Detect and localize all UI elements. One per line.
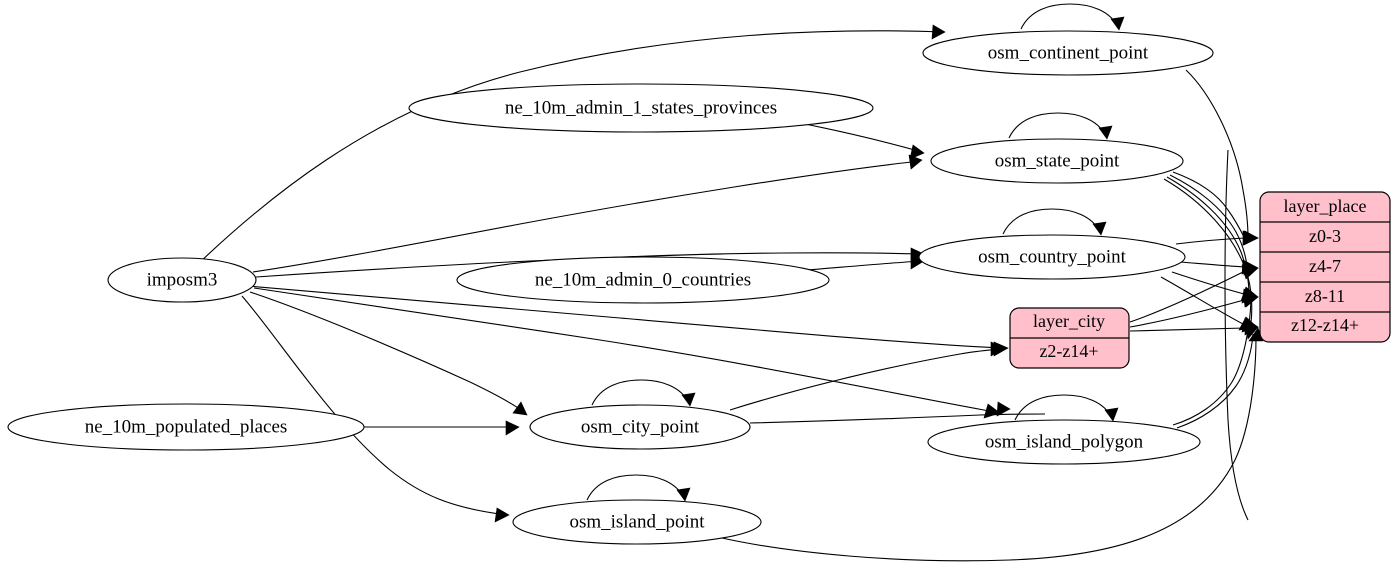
- edge-osm-city-point-to-layer-city: [729, 341, 1009, 411]
- edge-layer-city-to-layer-place-z4-7: [1129, 264, 1259, 323]
- node-layer-city[interactable]: layer_city z2-z14+: [1009, 307, 1130, 369]
- node-osm-state-point[interactable]: osm_state_point: [930, 138, 1184, 184]
- node-osm-island-polygon[interactable]: osm_island_polygon: [927, 419, 1201, 465]
- node-imposm3[interactable]: imposm3: [107, 257, 257, 303]
- edge-osm-island-polygon-to-layer-place-z8-11: [1172, 292, 1259, 426]
- node-layer-place[interactable]: layer_place z0-3 z4-7 z8-11 z12-z14+: [1259, 191, 1391, 343]
- edge-vertical-passthrough: [1224, 149, 1249, 521]
- node-osm-island-point[interactable]: osm_island_point: [512, 499, 762, 545]
- node-ne-10m-admin-1-states-provinces[interactable]: ne_10m_admin_1_states_provinces: [408, 83, 874, 133]
- edge-imposm3-to-osm-island-point: [241, 295, 510, 523]
- node-ne-10m-populated-places[interactable]: ne_10m_populated_places: [7, 403, 365, 451]
- node-ne-10m-admin-0-countries[interactable]: ne_10m_admin_0_countries: [456, 256, 830, 304]
- edge-osm-continent-point-to-layer-place-z0-3: [1185, 69, 1259, 246]
- node-osm-continent-point[interactable]: osm_continent_point: [922, 30, 1214, 76]
- node-layer: imposm3 ne_10m_admin_1_states_provinces …: [7, 30, 1391, 545]
- edge-self-loop-osm-continent-point: [1020, 3, 1125, 31]
- node-osm-city-point[interactable]: osm_city_point: [529, 404, 751, 450]
- edge-ne-states-to-osm-state-point: [799, 122, 925, 160]
- edge-ne-countries-to-osm-country-point: [794, 254, 925, 272]
- edge-imposm3-to-osm-island-polygon: [253, 287, 1001, 419]
- edge-imposm3-to-osm-continent-point: [197, 24, 946, 265]
- edge-self-loop-osm-island-point: [586, 474, 691, 502]
- edge-imposm3-to-osm-state-point: [252, 154, 923, 273]
- edge-self-loop-osm-island-polygon: [1014, 394, 1119, 422]
- edge-imposm3-to-osm-city-point: [249, 291, 528, 416]
- edge-self-loop-osm-country-point: [1002, 208, 1107, 236]
- edge-osm-city-point-to-layer-place-z12-z14: [749, 401, 1046, 424]
- edge-self-loop-osm-state-point: [1008, 112, 1113, 140]
- edge-ne-populated-to-osm-city-point: [363, 420, 520, 436]
- edge-osm-country-point-to-layer-place-z0-3: [1175, 230, 1259, 246]
- edge-osm-island-polygon-to-layer-place-z12-z14: [1176, 324, 1259, 429]
- edge-layer: [197, 3, 1264, 562]
- edge-self-loop-osm-city-point: [591, 379, 696, 407]
- node-osm-country-point[interactable]: osm_country_point: [918, 234, 1186, 280]
